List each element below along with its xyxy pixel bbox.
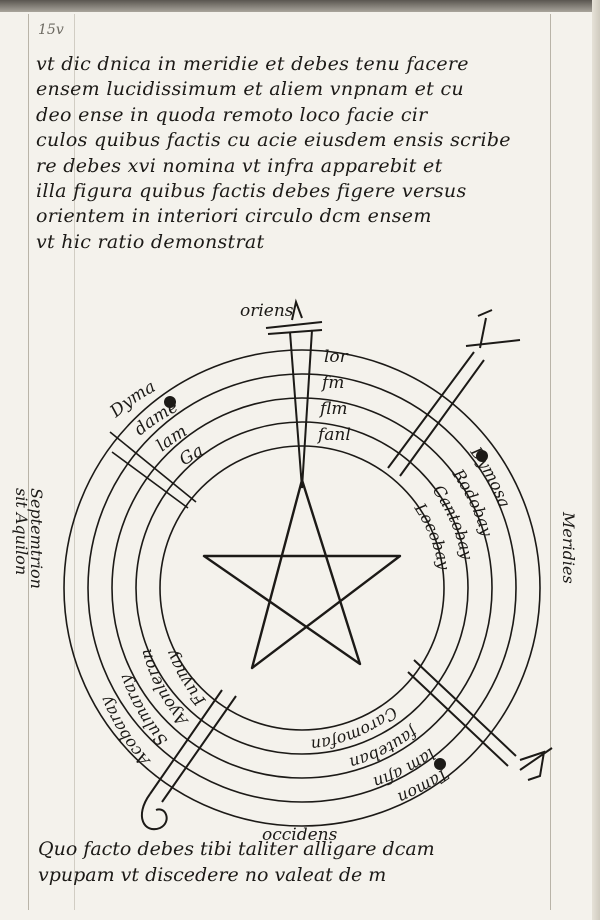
scan-right-edge xyxy=(592,0,600,920)
ruling-line-left xyxy=(28,14,29,910)
label-occidens: occidens xyxy=(262,825,338,845)
sword-top xyxy=(265,298,323,489)
footer-text: Quo facto debes tibi taliter alligare dc… xyxy=(38,836,558,888)
name-ga: Ga xyxy=(176,441,207,470)
text-line: illa figura quibus factis debes figere v… xyxy=(36,180,467,203)
ink-dots xyxy=(164,396,488,770)
label-oriens: oriens xyxy=(240,301,294,321)
concentric-rings xyxy=(63,349,541,827)
sword-northeast xyxy=(387,309,521,477)
ruling-line-right xyxy=(550,14,551,910)
text-line: re debes xvi nomina vt infra apparebit e… xyxy=(36,154,443,177)
ring-outer xyxy=(63,349,541,827)
sword-southwest xyxy=(140,689,237,831)
text-line: vt dic dnica in meridie et debes tenu fa… xyxy=(36,53,469,75)
name-fanl: fanl xyxy=(316,425,351,445)
scan-top-edge xyxy=(0,0,600,12)
name-lor: lor xyxy=(324,347,349,367)
footer-line: Quo facto debes tibi taliter alligare dc… xyxy=(38,838,435,860)
text-line: orientem in interiori circulo dcm ensem xyxy=(36,205,432,228)
ruling-line-inner-left xyxy=(74,14,75,910)
crossing-bars xyxy=(109,431,197,509)
main-text: vt dic dnica in meridie et debes tenu fa… xyxy=(36,52,576,255)
text-line: vt hic ratio demonstrat xyxy=(36,230,265,253)
ring-3 xyxy=(111,397,493,779)
ring-2 xyxy=(87,373,517,803)
text-line: deo ense in quoda remoto loco facie cir xyxy=(36,103,428,126)
pentagram xyxy=(202,478,402,670)
folio-number: 15v xyxy=(38,22,64,38)
sword-southeast xyxy=(407,659,553,781)
name-fm: fm xyxy=(320,373,344,393)
text-line: ensem lucidissimum et aliem vnpnam et cu xyxy=(36,78,464,101)
ring-4 xyxy=(135,421,469,755)
ring-inner xyxy=(159,445,445,731)
footer-line: vpupam vt discedere no valeat de m xyxy=(38,864,387,886)
name-flm: flm xyxy=(318,399,347,419)
text-line: culos quibus factis cu acie eiusdem ensi… xyxy=(36,129,511,152)
